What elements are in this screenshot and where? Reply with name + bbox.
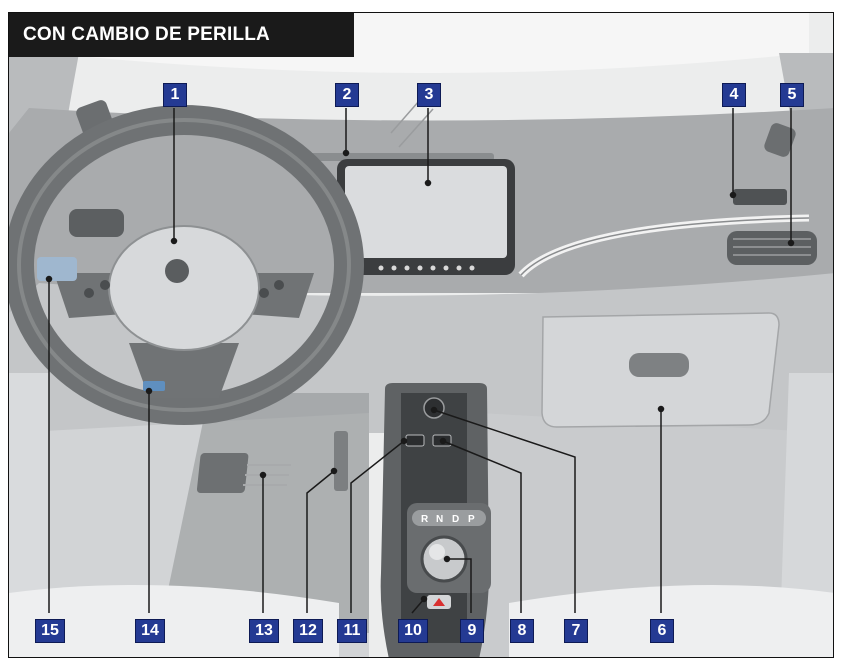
callout-13: 13: [249, 619, 279, 643]
accelerator-pedal: [334, 431, 348, 491]
leader-8: [442, 440, 522, 613]
callout-4: 4: [722, 83, 746, 107]
left-air-vent: [69, 209, 124, 237]
right-air-vent: [727, 231, 817, 265]
infotainment-screen: [345, 166, 507, 258]
steering-wheel-emblem: [165, 259, 189, 283]
callout-1: 1: [163, 83, 187, 107]
diagram-title: CON CAMBIO DE PERILLA: [9, 13, 354, 57]
callout-12: 12: [293, 619, 323, 643]
left-switch-panel: [37, 257, 77, 281]
gear-d: D: [452, 514, 459, 525]
right-corner-vent: [764, 123, 796, 157]
gear-r: R: [421, 514, 429, 525]
leader-12: [306, 470, 335, 613]
steering-wheel-hub: [108, 225, 260, 351]
leader-9: [447, 558, 472, 613]
callout-11: 11: [337, 619, 367, 643]
callout-15: 15: [35, 619, 65, 643]
leader-7: [433, 409, 576, 613]
callout-5: 5: [780, 83, 804, 107]
glove-box-handle: [629, 353, 689, 377]
callout-8: 8: [510, 619, 534, 643]
callout-2: 2: [335, 83, 359, 107]
callout-9: 9: [460, 619, 484, 643]
callout-3: 3: [417, 83, 441, 107]
gear-n: N: [436, 514, 443, 525]
usb-port-left: [405, 434, 425, 447]
callout-14: 14: [135, 619, 165, 643]
steering-wheel: [9, 105, 364, 425]
callout-6: 6: [650, 619, 674, 643]
gear-p: P: [468, 514, 475, 525]
callout-10: 10: [398, 619, 428, 643]
diagram-frame: R N D P CON CAMBIO DE PERILLA 1 2 3 4 5 …: [8, 12, 834, 658]
leader-11: [350, 440, 405, 613]
callout-7: 7: [564, 619, 588, 643]
passenger-airbag-indicator: [733, 189, 787, 205]
brake-pedal: [196, 453, 249, 493]
gear-indicator-strip: [412, 510, 486, 526]
car-interior-illustration: R N D P: [9, 13, 833, 657]
